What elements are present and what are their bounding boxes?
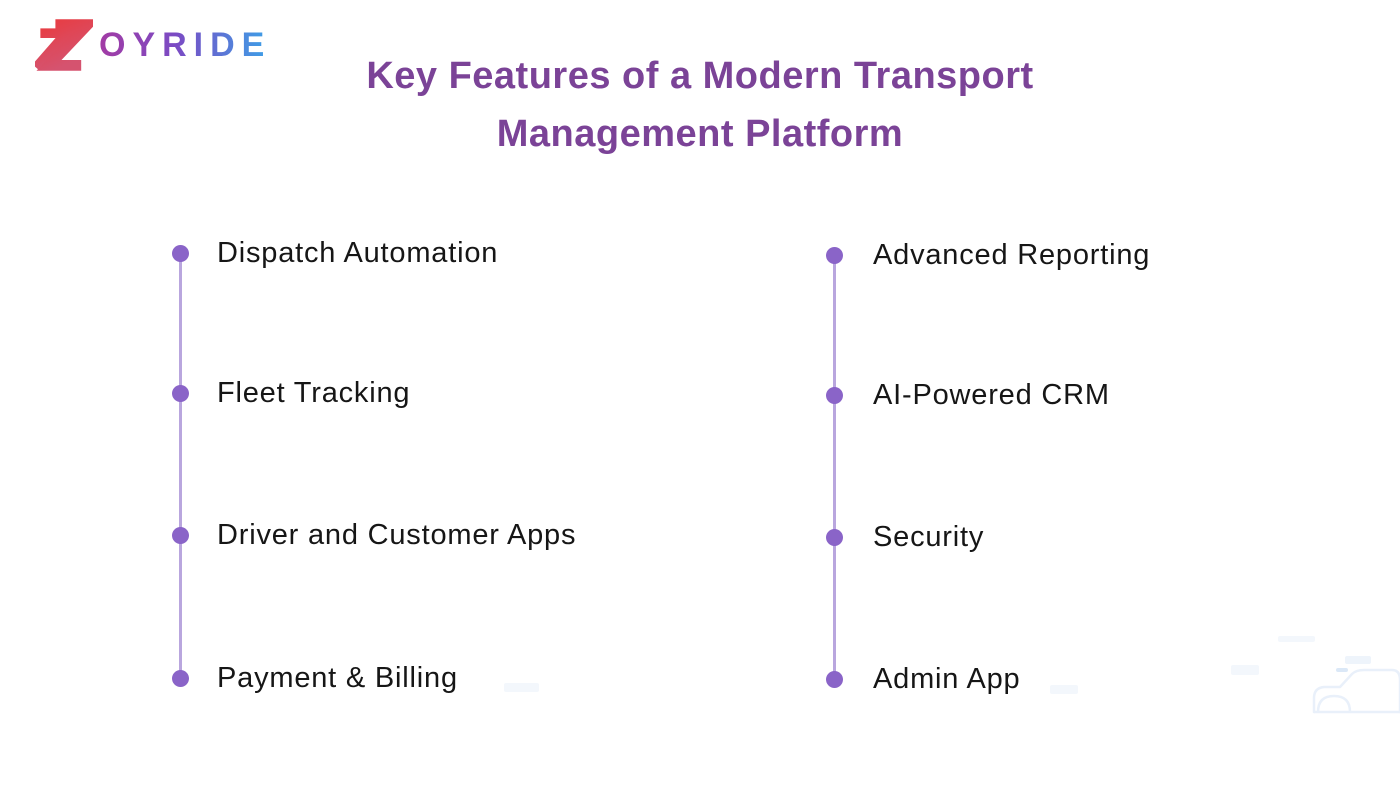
feature-item-ai-powered-crm: AI-Powered CRM bbox=[826, 378, 1110, 412]
watermark-rectangle bbox=[504, 683, 539, 692]
feature-label: Fleet Tracking bbox=[217, 376, 411, 409]
feature-label: Dispatch Automation bbox=[217, 236, 499, 269]
feature-item-driver-customer-apps: Driver and Customer Apps bbox=[172, 518, 576, 552]
page-title: Key Features of a Modern Transport Manag… bbox=[0, 47, 1400, 163]
feature-label: AI-Powered CRM bbox=[873, 378, 1110, 411]
timeline-dot-icon bbox=[172, 669, 189, 687]
feature-item-advanced-reporting: Advanced Reporting bbox=[826, 238, 1150, 272]
feature-item-dispatch-automation: Dispatch Automation bbox=[172, 236, 498, 270]
feature-label: Security bbox=[873, 520, 985, 553]
feature-label: Payment & Billing bbox=[217, 661, 458, 694]
watermark-dash bbox=[1336, 668, 1348, 672]
page-title-line1: Key Features of a Modern Transport bbox=[366, 55, 1034, 97]
timeline-dot-icon bbox=[172, 244, 189, 262]
logo-z-glyph bbox=[35, 19, 93, 71]
page-title-line2: Management Platform bbox=[496, 113, 904, 155]
timeline-rail-right bbox=[833, 255, 836, 679]
feature-item-payment-billing: Payment & Billing bbox=[172, 661, 458, 695]
watermark-rectangle bbox=[1231, 665, 1259, 675]
timeline-rail-left bbox=[179, 253, 182, 678]
feature-label: Advanced Reporting bbox=[873, 238, 1151, 271]
timeline-dot-icon bbox=[172, 526, 189, 544]
timeline-dot-icon bbox=[826, 246, 843, 264]
zoyride-logo: OYRIDE bbox=[35, 14, 271, 76]
logo-wordmark-text: OYRIDE bbox=[99, 14, 271, 76]
feature-item-admin-app: Admin App bbox=[826, 662, 1020, 696]
timeline-dot-icon bbox=[172, 384, 189, 402]
timeline-dot-icon bbox=[826, 528, 843, 546]
timeline-dot-icon bbox=[826, 670, 843, 688]
watermark-rectangle bbox=[1050, 685, 1078, 694]
watermark-rectangle bbox=[1345, 656, 1371, 664]
feature-item-security: Security bbox=[826, 520, 984, 554]
watermark-rectangle bbox=[1278, 636, 1315, 642]
timeline-dot-icon bbox=[826, 386, 843, 404]
watermark-car-outline bbox=[1312, 668, 1400, 714]
feature-item-fleet-tracking: Fleet Tracking bbox=[172, 376, 410, 410]
feature-label: Admin App bbox=[873, 662, 1021, 695]
feature-label: Driver and Customer Apps bbox=[217, 518, 577, 551]
